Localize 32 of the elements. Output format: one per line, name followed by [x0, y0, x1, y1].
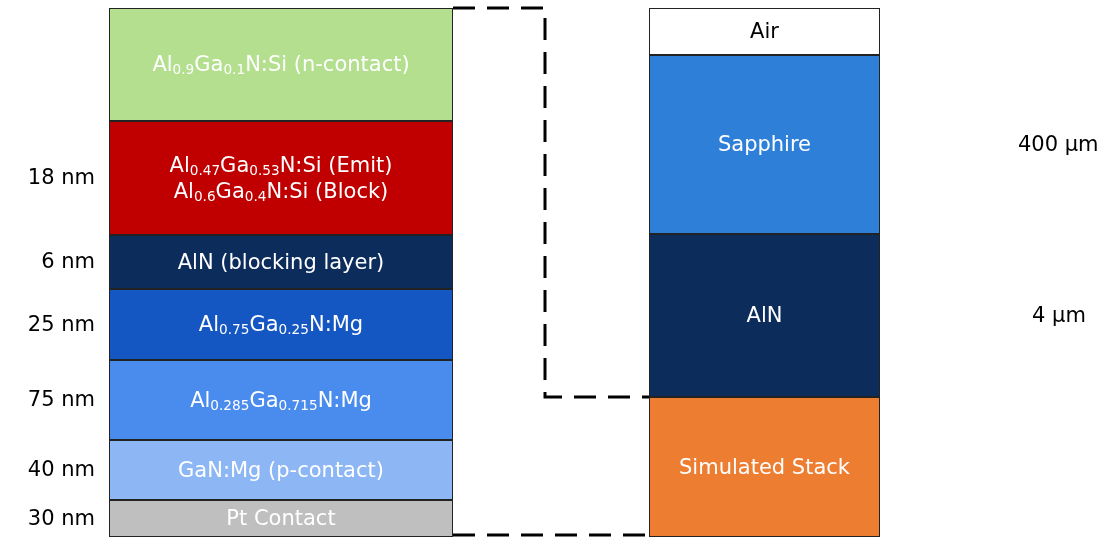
zoom-line — [453, 6, 649, 399]
thickness-label: 30 nm — [27, 505, 95, 530]
layer-box — [649, 8, 880, 55]
layer-label: Al$_{0.6}$Ga$_{0.4}$N:Si (Block) — [173, 178, 389, 205]
layer-box — [109, 360, 453, 440]
layer-box — [109, 121, 453, 235]
layer-box — [109, 440, 453, 500]
layer-label: Air — [750, 18, 779, 45]
layer-box — [109, 8, 453, 121]
layer-box — [649, 234, 880, 397]
layer-label: Pt Contact — [226, 505, 336, 532]
layer-box — [109, 235, 453, 289]
thickness-label: 6 nm — [41, 249, 95, 273]
layer-label: AlN — [746, 302, 783, 329]
thickness-label: 40 nm — [27, 457, 95, 481]
layer-box — [109, 289, 453, 360]
thickness-label: 4 µm — [1032, 303, 1086, 327]
layer-label: Simulated Stack — [679, 453, 850, 481]
layer-label: Sapphire — [717, 131, 812, 158]
layer-label: Al$_{0.285}$Ga$_{0.715}$N:Mg — [190, 386, 372, 414]
thickness-label: 75 nm — [27, 387, 95, 411]
layer-box — [109, 500, 453, 537]
thickness-label: 18 nm — [27, 165, 95, 189]
layer-label: Al$_{0.9}$Ga$_{0.1}$N:Si (n-contact) — [152, 51, 410, 78]
layer-label: AlN (blocking layer) — [177, 248, 385, 276]
thickness-label: 400 µm — [1018, 132, 1099, 156]
thickness-label: 25 nm — [27, 311, 95, 336]
layer-label: Al$_{0.47}$Ga$_{0.53}$N:Si (Emit) — [169, 151, 393, 178]
layer-label: GaN:Mg (p-contact) — [178, 456, 384, 484]
layer-box — [649, 397, 880, 537]
layer-box — [649, 55, 880, 234]
layer-label: Al$_{0.75}$Ga$_{0.25}$N:Mg — [198, 311, 364, 338]
